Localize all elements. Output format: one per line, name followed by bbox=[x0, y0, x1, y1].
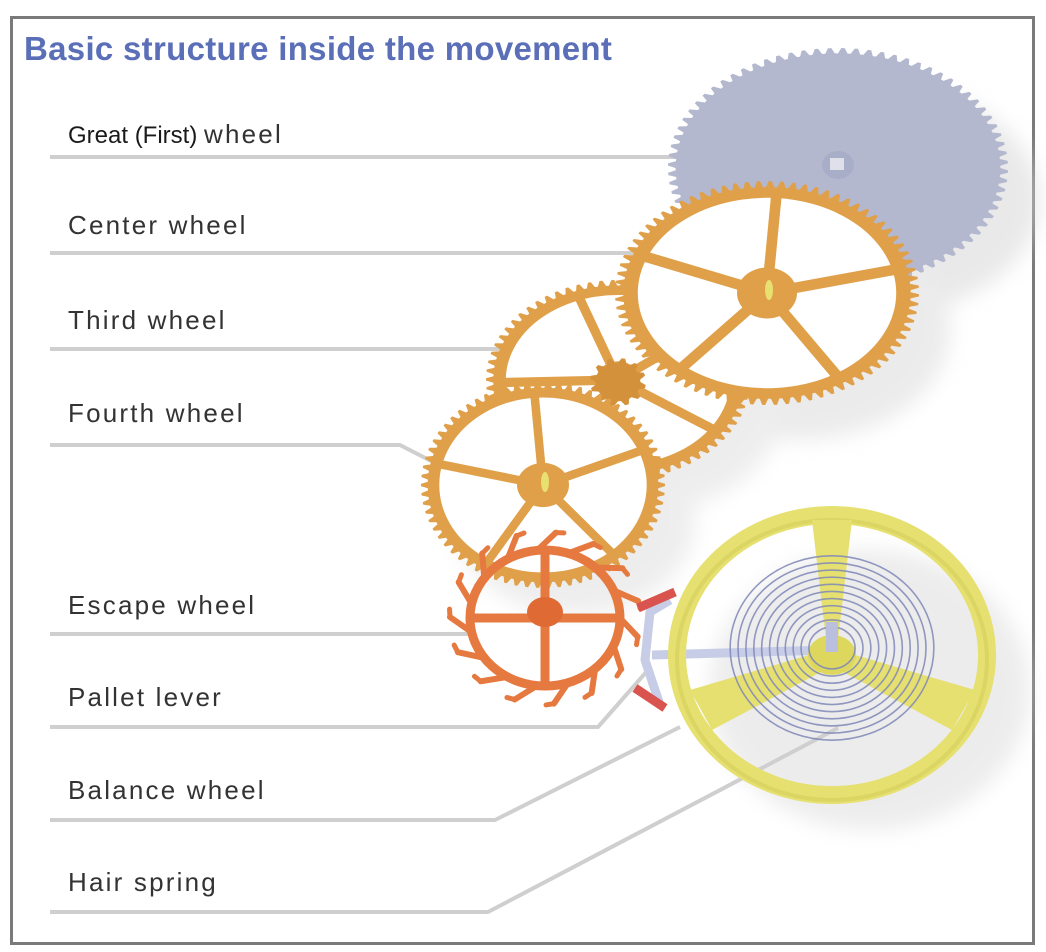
hair-spring-coil bbox=[760, 583, 904, 713]
pallet-fork bbox=[640, 596, 673, 707]
escape-wheel-tooth bbox=[455, 579, 475, 607]
escape-wheel-tooth-tip bbox=[471, 673, 484, 684]
escape-wheel-tooth bbox=[454, 649, 488, 661]
balance-wheel bbox=[668, 506, 996, 804]
escape-wheel-tooth-tip bbox=[451, 642, 461, 655]
escape-wheel-tooth bbox=[511, 682, 541, 703]
escape-wheel-tooth-tip bbox=[543, 701, 557, 708]
fourth-wheel bbox=[421, 382, 665, 588]
escape-wheel-tooth-tip bbox=[614, 666, 624, 679]
exit-pallet-jewel bbox=[632, 684, 668, 712]
entry-pallet-jewel bbox=[636, 587, 677, 613]
label-balance-wheel: Balance wheel bbox=[68, 775, 266, 805]
fourth-wheel-pivot bbox=[541, 472, 549, 492]
escape-wheel-tooth-tip bbox=[514, 530, 527, 539]
hair-spring-coil bbox=[776, 597, 888, 699]
escape-wheel-tooth bbox=[550, 679, 572, 707]
escape-wheel-tooth-tip bbox=[456, 572, 464, 585]
hair-spring-coil bbox=[768, 590, 896, 706]
hair-spring-coil bbox=[729, 555, 935, 741]
escape-wheel-tooth-tip bbox=[504, 694, 518, 703]
hair-spring-coil bbox=[800, 619, 864, 677]
escape-wheel-tooth bbox=[588, 665, 599, 696]
escape-wheel-tooth bbox=[610, 642, 625, 673]
label-third-wheel: Third wheel bbox=[68, 305, 227, 335]
escape-wheel-tooth bbox=[447, 614, 475, 636]
label-great-wheel: Great (First) wheel bbox=[68, 119, 283, 150]
leader-balance-wheel bbox=[50, 725, 681, 822]
label-great-wheel-prefix: Great (First) bbox=[68, 122, 198, 149]
hair-spring-coil bbox=[792, 612, 872, 684]
escape-wheel-tooth-tip bbox=[479, 545, 491, 556]
balance-wheel-arm bbox=[690, 650, 834, 730]
hair-spring-coil bbox=[737, 562, 927, 734]
hair-spring-coil bbox=[784, 604, 880, 692]
label-fourth-wheel: Fourth wheel bbox=[68, 398, 245, 428]
balance-wheel-arm bbox=[830, 650, 975, 730]
escape-wheel-tooth bbox=[477, 673, 511, 685]
escape-wheel-tooth bbox=[592, 564, 626, 572]
label-hair-spring: Hair spring bbox=[68, 867, 218, 897]
escape-wheel-tooth bbox=[504, 532, 520, 563]
label-escape-wheel: Escape wheel bbox=[68, 590, 257, 620]
balance-wheel-arm bbox=[812, 520, 852, 640]
hair-spring-coil bbox=[745, 569, 919, 727]
center-wheel bbox=[615, 181, 919, 405]
hair-spring-coil bbox=[752, 576, 912, 720]
third-wheel-pinion bbox=[590, 358, 646, 406]
great-wheel-square bbox=[830, 158, 844, 170]
escape-wheel-tooth-tip bbox=[634, 634, 641, 648]
page-title: Basic structure inside the movement bbox=[24, 30, 613, 67]
leader-lines bbox=[50, 155, 839, 914]
label-great-wheel-suffix: wheel bbox=[204, 119, 283, 149]
center-wheel-pivot bbox=[765, 280, 773, 300]
escape-wheel-tooth bbox=[479, 550, 488, 582]
label-center-wheel: Center wheel bbox=[68, 210, 248, 240]
escape-wheel-tooth-tip bbox=[619, 565, 631, 577]
leader-pallet-lever bbox=[50, 668, 650, 729]
label-pallet-lever: Pallet lever bbox=[68, 682, 224, 712]
balance-staff bbox=[826, 622, 838, 652]
hair-spring bbox=[729, 555, 935, 741]
leader-fourth-wheel bbox=[50, 443, 436, 465]
escape-wheel bbox=[447, 529, 643, 708]
escape-wheel-tooth-tip bbox=[582, 690, 595, 700]
escape-wheel-tooth-tip bbox=[590, 541, 604, 551]
escape-wheel-tooth bbox=[534, 529, 559, 554]
escape-wheel-hub bbox=[527, 597, 563, 627]
escape-wheel-tooth bbox=[565, 540, 597, 557]
gear-train bbox=[421, 48, 1008, 804]
escape-wheel-tooth bbox=[610, 587, 642, 605]
leader-hair-spring bbox=[50, 726, 839, 914]
escape-wheel-tooth bbox=[617, 615, 641, 640]
